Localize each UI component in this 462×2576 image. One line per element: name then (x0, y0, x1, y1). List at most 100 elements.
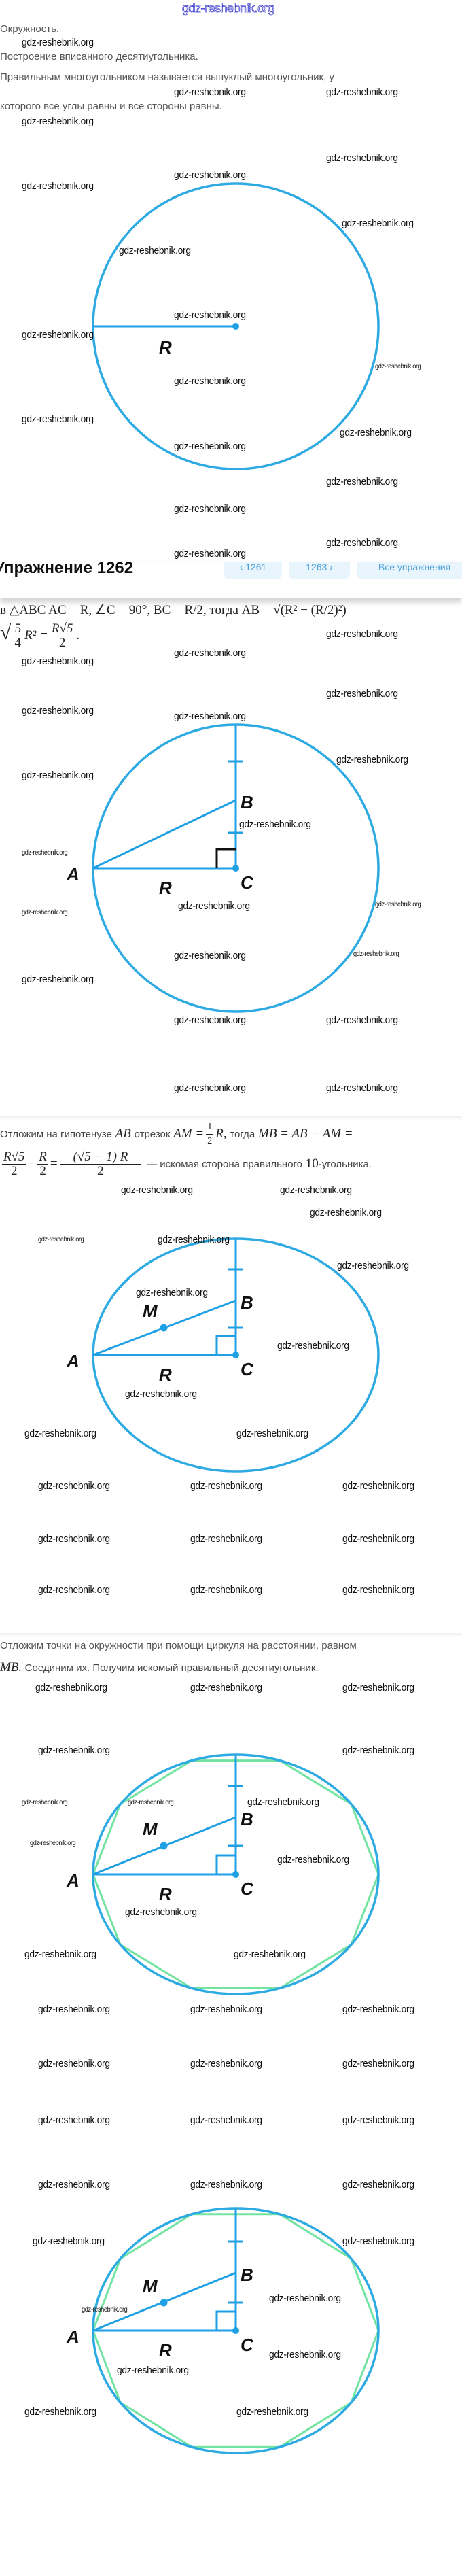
watermark-text: gdz-reshebnik.org (22, 329, 94, 341)
watermark-text: gdz-reshebnik.org (125, 1906, 197, 1918)
point-label-r: R (159, 1364, 172, 1385)
frac-den: 4 (14, 636, 21, 651)
step3-text: отрезок (134, 1128, 171, 1140)
site-logo[interactable]: gdz-reshebnik.org (182, 1, 275, 16)
watermark-text: gdz-reshebnik.org (342, 2179, 414, 2191)
point-label-c: C (241, 1878, 254, 1899)
minus: − (28, 1156, 36, 1171)
frac-den: 2 (207, 1136, 213, 1146)
watermark-text: gdz-reshebnik.org (190, 2114, 262, 2126)
point-label-r: R (159, 337, 172, 358)
intro-line-1: Окружность. (0, 23, 60, 35)
watermark-text: gdz-reshebnik.org (342, 2114, 414, 2126)
watermark-text: gdz-reshebnik.org (190, 2058, 262, 2070)
watermark-text: gdz-reshebnik.org (38, 2179, 110, 2191)
point-label-c: C (241, 872, 254, 893)
step2-line-1: в △ABC AC = R, ∠C = 90°, BC = R/2, тогда… (0, 603, 357, 617)
point-label-m: M (143, 1819, 158, 1839)
watermark-text: gdz-reshebnik.org (342, 1533, 414, 1545)
frac-num: 1 (206, 1120, 214, 1135)
watermark-text: gdz-reshebnik.org (82, 2306, 128, 2314)
watermark-text: gdz-reshebnik.org (178, 900, 250, 912)
watermark-text: gdz-reshebnik.org (33, 2235, 105, 2247)
watermark-text: gdz-reshebnik.org (38, 1480, 110, 1492)
watermark-text: gdz-reshebnik.org (24, 1428, 96, 1439)
watermark-text: gdz-reshebnik.org (22, 116, 94, 127)
watermark-text: gdz-reshebnik.org (336, 754, 408, 766)
watermark-text: gdz-reshebnik.org (174, 1082, 246, 1094)
point-label-a: A (66, 1870, 79, 1891)
point-label-m: M (143, 1301, 158, 1321)
math-r: R, (215, 1126, 227, 1141)
watermark-text: gdz-reshebnik.org (158, 1234, 230, 1246)
step3-text: Отложим на гипотенузе (0, 1128, 112, 1140)
watermark-text: gdz-reshebnik.org (326, 688, 398, 700)
point-label-c: C (241, 1359, 254, 1379)
watermark-text: gdz-reshebnik.org (190, 1584, 262, 1596)
sqrt-sign: √ (0, 621, 12, 644)
intro-line-3: Правильным многоугольником называется вы… (0, 71, 334, 83)
watermark-text: gdz-reshebnik.org (24, 2406, 96, 2418)
watermark-text: gdz-reshebnik.org (326, 152, 398, 164)
watermark-text: gdz-reshebnik.org (125, 1388, 197, 1400)
equals: = (50, 1156, 58, 1171)
prev-exercise-button[interactable]: ‹ 1261 (224, 562, 282, 579)
watermark-text: gdz-reshebnik.org (174, 950, 246, 961)
step4-line-1: Отложим точки на окружности при помощи ц… (0, 1640, 357, 1651)
point-m (160, 2299, 168, 2307)
watermark-text: gdz-reshebnik.org (30, 1840, 76, 1847)
watermark-text: gdz-reshebnik.org (326, 476, 398, 487)
point-label-b: B (241, 792, 253, 812)
watermark-text: gdz-reshebnik.org (174, 169, 246, 181)
watermark-text: gdz-reshebnik.org (342, 1682, 414, 1694)
watermark-text: gdz-reshebnik.org (38, 2004, 110, 2015)
right-angle-mark (215, 1854, 236, 1874)
watermark-text: gdz-reshebnik.org (353, 950, 399, 958)
watermark-text: gdz-reshebnik.org (310, 1207, 382, 1218)
watermark-text: gdz-reshebnik.org (119, 245, 191, 256)
point-m (160, 1324, 168, 1332)
watermark-text: gdz-reshebnik.org (38, 1584, 110, 1596)
watermark-text: gdz-reshebnik.org (24, 1948, 96, 1960)
point-label-a: A (66, 1351, 79, 1371)
period: . (76, 628, 80, 642)
right-angle-mark (215, 2310, 236, 2331)
watermark-text: gdz-reshebnik.org (117, 2365, 189, 2376)
watermark-text: gdz-reshebnik.org (280, 1184, 352, 1196)
watermark-text: gdz-reshebnik.org (38, 1236, 84, 1243)
watermark-text: gdz-reshebnik.org (337, 1260, 409, 1271)
watermark-text: gdz-reshebnik.org (342, 1745, 414, 1756)
watermark-text: gdz-reshebnik.org (121, 1184, 193, 1196)
watermark-text: gdz-reshebnik.org (136, 1287, 208, 1299)
watermark-text: gdz-reshebnik.org (22, 1799, 68, 1806)
watermark-text: gdz-reshebnik.org (38, 1745, 110, 1756)
watermark-text: gdz-reshebnik.org (38, 2114, 110, 2126)
point-label-a: A (66, 864, 79, 885)
watermark-text: gdz-reshebnik.org (326, 1082, 398, 1094)
watermark-text: gdz-reshebnik.org (236, 1428, 308, 1439)
watermark-text: gdz-reshebnik.org (277, 1854, 349, 1866)
watermark-text: gdz-reshebnik.org (342, 2235, 414, 2247)
all-exercises-button[interactable]: Все упражнения (357, 562, 462, 579)
center-point-c (232, 323, 239, 330)
watermark-text: gdz-reshebnik.org (174, 548, 246, 560)
watermark-text: gdz-reshebnik.org (22, 655, 94, 667)
watermark-text: gdz-reshebnik.org (174, 86, 246, 98)
watermark-text: gdz-reshebnik.org (239, 819, 311, 830)
step4-text: Соединим их. Получим искомый правильный … (24, 1662, 319, 1674)
r-squared: R² = (24, 628, 48, 642)
watermark-text: gdz-reshebnik.org (326, 1014, 398, 1026)
math-mb: MB = AB − AM = (258, 1126, 353, 1141)
watermark-text: gdz-reshebnik.org (340, 427, 412, 439)
next-exercise-button[interactable]: 1263 › (289, 562, 350, 579)
watermark-text: gdz-reshebnik.org (22, 413, 94, 425)
point-label-m: M (143, 2276, 158, 2296)
step3-text: -угольника. (318, 1158, 372, 1170)
watermark-text: gdz-reshebnik.org (190, 1533, 262, 1545)
math-ab: AB (115, 1126, 131, 1141)
frac-num: 5 (13, 621, 22, 637)
step3-text: тогда (230, 1128, 255, 1140)
watermark-text: gdz-reshebnik.org (190, 2004, 262, 2015)
point-label-c: C (241, 2335, 254, 2355)
